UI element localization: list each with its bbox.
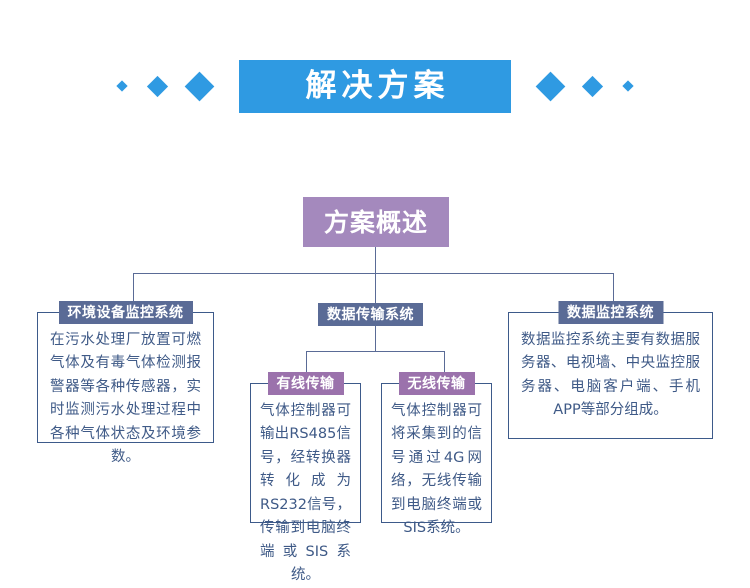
connector-transmission-stem xyxy=(375,326,376,351)
root-node-overview: 方案概述 xyxy=(303,197,449,247)
connector-drop-environment xyxy=(133,273,134,303)
diamond-icon xyxy=(146,75,169,97)
card-environment-monitoring: 环境设备监控系统 在污水处理厂放置可燃气体及有毒气体检测报警器等各种传感器，实时… xyxy=(37,301,214,465)
diamond-icon xyxy=(116,80,128,92)
card-header-environment: 环境设备监控系统 xyxy=(58,301,193,324)
card-header-wired: 有线传输 xyxy=(267,372,344,395)
connector-sub-bus xyxy=(306,351,445,352)
diamond-icon xyxy=(622,80,634,92)
root-node-label: 方案概述 xyxy=(323,207,428,237)
diamond-icon xyxy=(581,75,604,97)
diamond-icon xyxy=(184,71,215,101)
card-header-transmission: 数据传输系统 xyxy=(318,303,423,326)
card-wired-transmission: 有线传输 气体控制器可输出RS485信号，经转换器转化成为RS232信号，传输到… xyxy=(250,372,361,583)
connector-drop-wired xyxy=(306,351,307,374)
connector-horizontal-bus xyxy=(133,273,614,274)
connector-drop-transmission xyxy=(375,273,376,303)
card-body-wired: 气体控制器可输出RS485信号，经转换器转化成为RS232信号，传输到电脑终端或… xyxy=(260,403,351,584)
card-body-monitoring: 数据监控系统主要有数据服务器、电视墙、中央监控服务器、电脑客户端、手机APP等部… xyxy=(521,332,700,419)
card-body-wireless: 气体控制器可将采集到的信号通过4G网络，无线传输到电脑终端或SIS系统。 xyxy=(391,403,482,537)
diamond-icon xyxy=(535,71,566,101)
card-wireless-transmission: 无线传输 气体控制器可将采集到的信号通过4G网络，无线传输到电脑终端或SIS系统… xyxy=(381,372,492,536)
card-data-monitoring: 数据监控系统 数据监控系统主要有数据服务器、电视墙、中央监控服务器、电脑客户端、… xyxy=(508,301,713,439)
page-title: 解决方案 xyxy=(305,67,450,104)
connector-root-stem xyxy=(375,247,376,273)
right-diamond-group xyxy=(528,71,644,101)
page-title-banner: 解决方案 xyxy=(0,58,750,114)
connector-drop-monitoring xyxy=(613,273,614,303)
card-header-wireless: 无线传输 xyxy=(398,372,475,395)
connector-drop-wireless xyxy=(444,351,445,374)
title-plate: 解决方案 xyxy=(239,59,511,113)
card-body-environment: 在污水处理厂放置可燃气体及有毒气体检测报警器等各种传感器，实时监测污水处理过程中… xyxy=(50,332,201,466)
left-diamond-group xyxy=(106,71,222,101)
card-header-monitoring: 数据监控系统 xyxy=(558,301,663,324)
